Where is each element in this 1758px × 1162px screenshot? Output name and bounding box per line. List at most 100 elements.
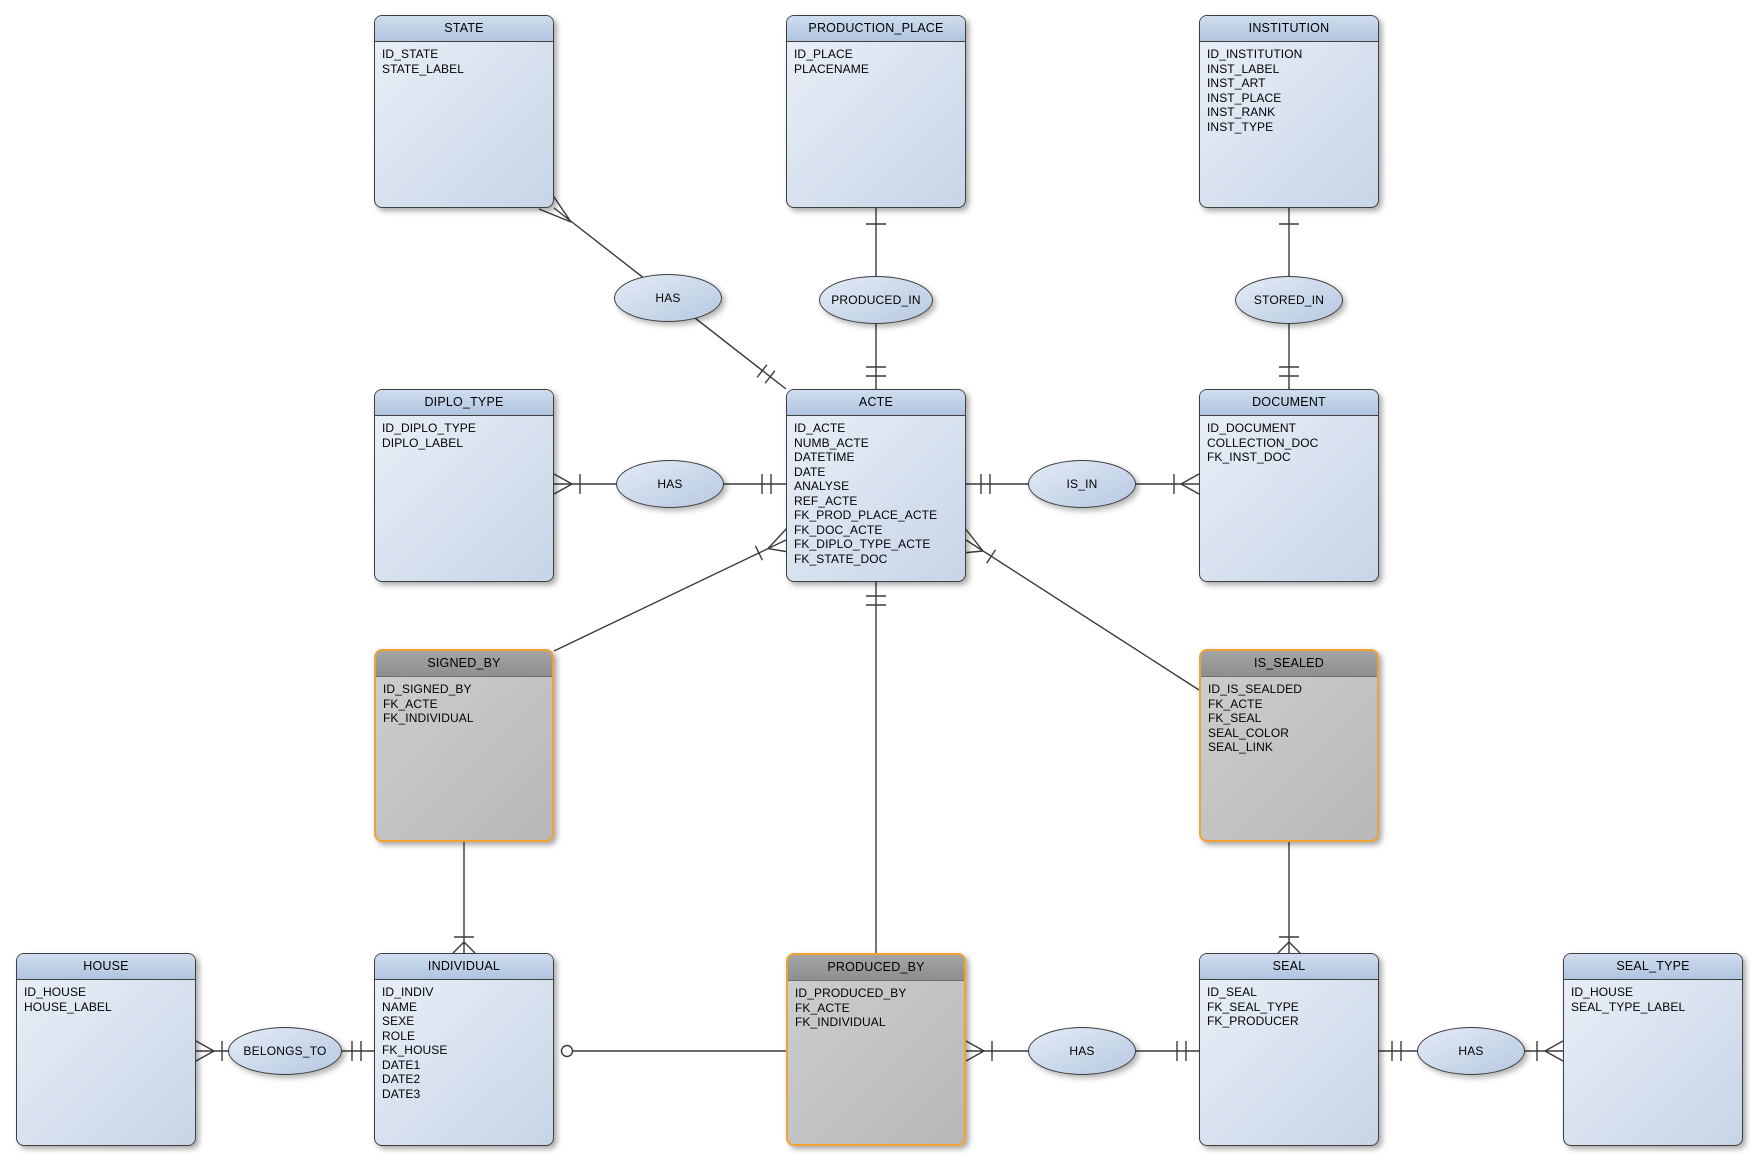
entity-field: SEAL_COLOR: [1208, 725, 1290, 740]
entity-field: ID_HOUSE: [1571, 985, 1634, 999]
entity-title: INDIVIDUAL: [375, 954, 553, 980]
connector-signedby-individual: [452, 842, 476, 954]
entity-field: ID_IS_SEALDED: [1208, 682, 1303, 696]
entity-title: HOUSE: [17, 954, 195, 980]
entity-field: SEXE: [382, 1014, 415, 1028]
entity-title: DIPLO_TYPE: [375, 390, 553, 416]
entity-title: SEAL_TYPE: [1564, 954, 1742, 980]
entity-field: INST_PLACE: [1207, 90, 1282, 105]
relationship-has-0[interactable]: HAS: [614, 274, 722, 322]
relationship-has-6[interactable]: HAS: [1028, 1027, 1136, 1075]
entity-field: FK_SEAL: [1208, 711, 1262, 725]
entity-field: ROLE: [382, 1028, 416, 1043]
entity-title: ACTE: [787, 390, 965, 416]
connector-issealed-seal: [1277, 842, 1301, 954]
entity-field: DIPLO_LABEL: [382, 435, 464, 450]
entity-field: ID_DOCUMENT: [1207, 421, 1297, 435]
entity-title: PRODUCED_BY: [788, 955, 964, 981]
connector-acte-producedby: [866, 582, 886, 953]
connector-acte-issealed: [961, 526, 1200, 691]
entity-field: DATE: [794, 464, 826, 479]
entity-title: STATE: [375, 16, 553, 42]
entity-field: FK_HOUSE: [382, 1043, 448, 1057]
entity-field: ID_PRODUCED_BY: [795, 986, 907, 1000]
entity-field: FK_SEAL_TYPE: [1207, 999, 1299, 1014]
entity-field: SEAL_TYPE_LABEL: [1571, 999, 1686, 1014]
entity-field: NUMB_ACTE: [794, 435, 869, 450]
relationship-label: IS_IN: [1066, 477, 1098, 491]
relationship-label: PRODUCED_IN: [831, 293, 921, 307]
connector-acte-signedby: [553, 526, 790, 652]
relationship-label: BELONGS_TO: [243, 1044, 327, 1058]
entity-title: PRODUCTION_PLACE: [787, 16, 965, 42]
entity-title: SEAL: [1200, 954, 1378, 980]
relationship-belongs_to-5[interactable]: BELONGS_TO: [228, 1027, 342, 1075]
entity-field: INST_ART: [1207, 76, 1266, 90]
entity-field: INST_LABEL: [1207, 61, 1280, 76]
entity-field: STATE_LABEL: [382, 61, 465, 76]
relationship-stored_in-2[interactable]: STORED_IN: [1235, 276, 1343, 324]
relationship-label: HAS: [1458, 1044, 1484, 1058]
entity-field: FK_INDIVIDUAL: [795, 1015, 886, 1029]
entity-title: DOCUMENT: [1200, 390, 1378, 416]
relationship-label: STORED_IN: [1253, 293, 1325, 307]
entity-field: FK_DIPLO_TYPE_ACTE: [794, 537, 931, 551]
entity-field: REF_ACTE: [794, 493, 858, 508]
relationship-has-3[interactable]: HAS: [616, 460, 724, 508]
relationship-produced_in-1[interactable]: PRODUCED_IN: [819, 276, 933, 324]
entity-field: PLACENAME: [794, 61, 869, 76]
relationship-is_in-4[interactable]: IS_IN: [1028, 460, 1136, 508]
entity-field: FK_ACTE: [1208, 696, 1263, 711]
entity-field: ID_STATE: [382, 47, 439, 61]
entity-title: INSTITUTION: [1200, 16, 1378, 42]
entity-field: FK_ACTE: [383, 696, 438, 711]
entity-field: FK_INDIVIDUAL: [383, 711, 474, 725]
relationship-has-7[interactable]: HAS: [1417, 1027, 1525, 1075]
entity-field: COLLECTION_DOC: [1207, 435, 1319, 450]
entity-field: ID_PLACE: [794, 47, 853, 61]
entity-field: FK_PRODUCER: [1207, 1014, 1299, 1028]
entity-field: DATE2: [382, 1072, 421, 1086]
relationship-label: HAS: [655, 291, 681, 305]
entity-title: IS_SEALED: [1201, 651, 1377, 677]
relationship-label: HAS: [1069, 1044, 1095, 1058]
entity-title: SIGNED_BY: [376, 651, 552, 677]
entity-field: FK_PROD_PLACE_ACTE: [794, 508, 938, 522]
entity-field: DATETIME: [794, 450, 855, 464]
entity-field: ID_INDIV: [382, 985, 434, 999]
entity-field: SEAL_LINK: [1208, 740, 1273, 754]
entity-field: INST_TYPE: [1207, 119, 1274, 134]
entity-field: FK_DOC_ACTE: [794, 522, 883, 537]
entity-field: ID_INSTITUTION: [1207, 47, 1303, 61]
entity-field: HOUSE_LABEL: [24, 999, 112, 1014]
entity-field: FK_STATE_DOC: [794, 551, 888, 566]
entity-field: FK_ACTE: [795, 1000, 850, 1015]
entity-field: ID_DIPLO_TYPE: [382, 421, 477, 435]
